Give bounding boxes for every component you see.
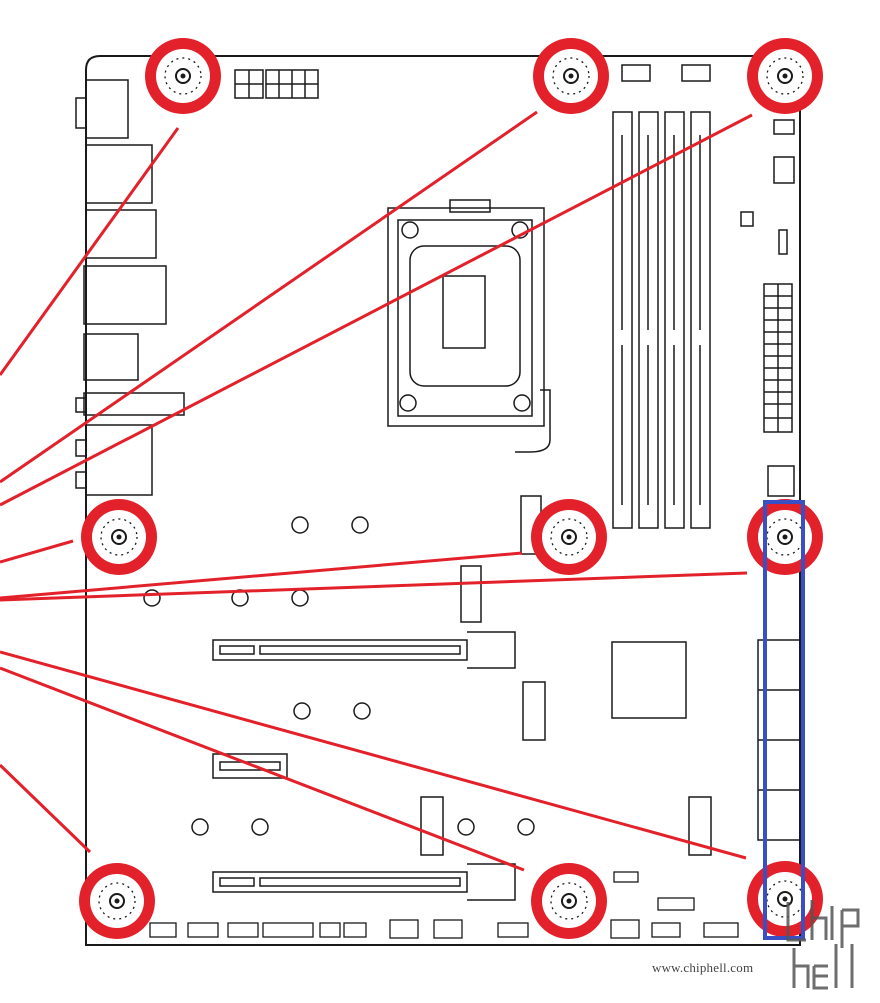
mounting-hole [533,38,609,114]
atx-24pin-connector [763,283,795,497]
watermark-url: www.chiphell.com [652,960,754,975]
mounting-hole [145,38,221,114]
m2-slots [420,495,801,856]
pointer-line [0,551,523,600]
pointer-line [0,539,74,564]
highlight-box-right-edge [763,500,805,940]
pointer-line [0,763,92,854]
mounting-hole [531,499,607,575]
mounting-hole [79,863,155,939]
m2-standoffs [143,516,535,836]
bottom-headers [149,871,739,939]
cpu-socket [387,199,551,453]
chiphell-logo [786,900,860,990]
pointer-lines [0,110,753,872]
pointer-line [0,127,180,376]
fan-headers-top [621,64,795,255]
pcie-slots [212,631,516,901]
dimm-slots [612,111,711,529]
mounting-hole [747,38,823,114]
mounting-hole [81,499,157,575]
rear-io-ports [75,79,185,496]
cpu-power-connectors [234,69,319,99]
pointer-line [0,113,753,507]
pointer-line [0,666,525,872]
pointer-line [0,571,748,602]
pointer-line [0,110,538,484]
mounting-hole [531,863,607,939]
mounting-hole [747,499,823,575]
pointer-line [0,650,747,860]
